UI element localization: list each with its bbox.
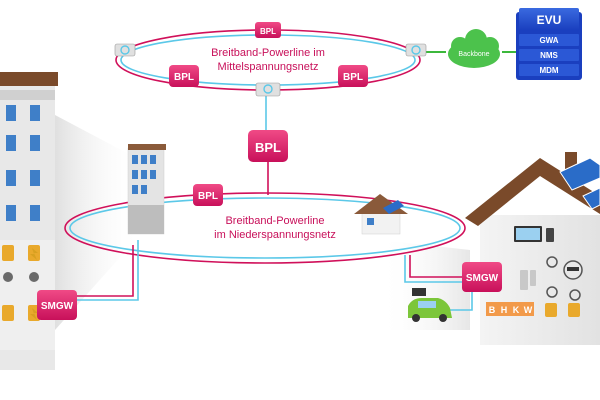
building-icon [0, 72, 58, 370]
substation-icon [114, 43, 136, 57]
evu-title: EVU [537, 13, 562, 27]
server-stack-icon: EVU GWA NMS MDM [516, 8, 582, 80]
bpl-badge-left: BPL [169, 65, 199, 87]
backbone-label: Backbone [458, 51, 489, 58]
evu-item-gwa: GWA [539, 36, 558, 45]
svg-text:BPL: BPL [174, 72, 194, 83]
bpl-badge-top: BPL [255, 22, 281, 38]
low-voltage-ring [64, 192, 466, 264]
bhkw-letter-h: H [501, 305, 508, 315]
bottom-ring-label-line1: Breitband-Powerline [225, 215, 324, 227]
smgw-badge-right: SMGW [462, 262, 502, 292]
bpl-badge-right: BPL [338, 65, 368, 87]
small-house-icon [354, 194, 408, 235]
svg-text:SMGW: SMGW [466, 273, 499, 284]
bpl-badge-bottom: BPL [193, 184, 223, 206]
tv-icon [514, 226, 554, 242]
right-smgw-link-magenta [409, 255, 462, 278]
svg-text:BPL: BPL [198, 191, 218, 202]
car-icon [408, 288, 452, 322]
bhkw-letter-k: K [513, 305, 520, 315]
evu-item-mdm: MDM [539, 66, 558, 75]
svg-text:BPL: BPL [255, 140, 281, 155]
left-building-shadow [55, 115, 140, 330]
apartment-building-icon [127, 144, 166, 235]
evu-item-nms: NMS [540, 51, 558, 60]
left-smgw-link-blue [76, 240, 139, 301]
smgw-badge-left: SMGW [37, 290, 77, 320]
bhkw-letter-w: W [524, 305, 533, 315]
car-link [445, 292, 473, 311]
bhkw-unit: B H K W [486, 302, 534, 316]
antenna-icon [405, 43, 427, 57]
left-smgw-link-magenta [76, 245, 134, 297]
svg-text:BPL: BPL [343, 72, 363, 83]
medium-voltage-ring [115, 29, 421, 91]
right-smgw-link-blue [404, 255, 462, 283]
house-icon [465, 152, 600, 345]
top-ring-label-line2: Mittelspannungsnetz [218, 61, 319, 73]
solar-panel-icon [559, 157, 600, 210]
bottom-ring-label-line2: im Niederspannungsnetz [214, 229, 336, 241]
bhkw-letter-b: B [489, 305, 496, 315]
svg-text:SMGW: SMGW [41, 301, 74, 312]
cloud-icon: Backbone [448, 29, 500, 68]
meter-icon [546, 256, 583, 301]
svg-text:BPL: BPL [260, 27, 276, 36]
bottom-substation-icon [255, 82, 281, 97]
bpl-badge-center: BPL [248, 130, 288, 162]
top-ring-label-line1: Breitband-Powerline im [211, 47, 325, 59]
